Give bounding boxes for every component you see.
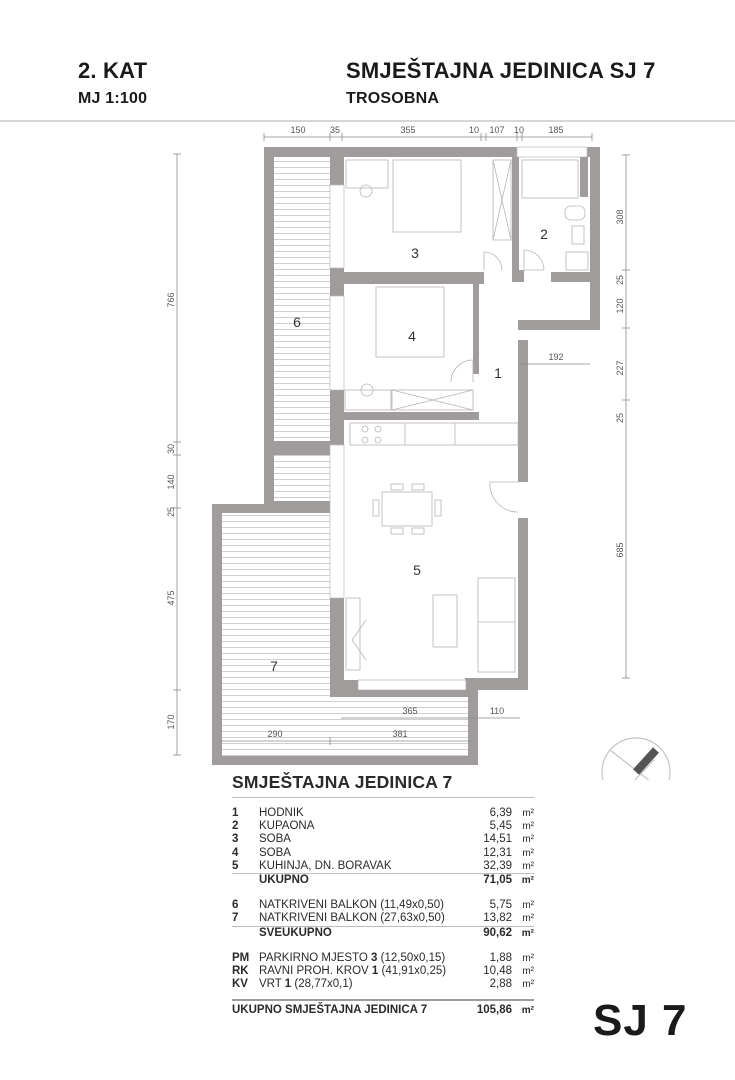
dim-left-4: 475 bbox=[166, 590, 176, 605]
room-label-2: 2 bbox=[540, 226, 548, 242]
dim-right-4: 25 bbox=[615, 413, 625, 423]
room-label-7: 7 bbox=[270, 658, 278, 674]
dim-right-0: 308 bbox=[615, 209, 625, 224]
unit-badge: SJ 7 bbox=[593, 996, 688, 1045]
dim-balcony-right: 110 bbox=[490, 706, 504, 716]
furniture bbox=[344, 159, 589, 673]
dim-hall: 192 bbox=[548, 352, 563, 362]
dimension-hall: 192 bbox=[520, 352, 590, 365]
dim-top-2: 355 bbox=[400, 125, 415, 135]
dimension-right bbox=[622, 154, 630, 679]
room-label-1: 1 bbox=[494, 365, 502, 381]
dimension-top bbox=[263, 133, 593, 141]
room-label-4: 4 bbox=[408, 328, 416, 344]
floor-label: 2. KAT bbox=[78, 58, 148, 83]
floor-plan: 150 35 355 10 107 10 185 766 30 140 25 4… bbox=[166, 125, 671, 780]
room-label-6: 6 bbox=[293, 314, 301, 330]
dim-top-3: 10 bbox=[469, 125, 479, 135]
dim-left-2: 140 bbox=[166, 474, 176, 489]
balcony-6 bbox=[264, 147, 336, 507]
unit-type: TROSOBNA bbox=[346, 90, 440, 107]
table-title: SMJEŠTAJNA JEDINICA 7 bbox=[232, 772, 534, 798]
dim-balcony-mid: 381 bbox=[392, 729, 407, 739]
dim-right-5: 685 bbox=[615, 542, 625, 557]
dim-top-6: 185 bbox=[548, 125, 563, 135]
balcony-7 bbox=[212, 504, 478, 765]
dim-top-0: 150 bbox=[290, 125, 305, 135]
dim-right-3: 227 bbox=[615, 360, 625, 375]
dim-balcony-left: 290 bbox=[267, 729, 282, 739]
unit-title: SMJEŠTAJNA JEDINICA SJ 7 bbox=[346, 58, 656, 83]
dimension-balcony bbox=[218, 717, 520, 745]
room-label-3: 3 bbox=[411, 245, 419, 261]
dim-left-0: 766 bbox=[166, 292, 176, 307]
apartment-walls bbox=[329, 146, 600, 691]
scale-label: MJ 1:100 bbox=[78, 90, 148, 107]
room-label-5: 5 bbox=[413, 562, 421, 578]
dim-balcony-top: 365 bbox=[402, 706, 417, 716]
dim-left-5: 170 bbox=[166, 714, 176, 729]
dim-top-5: 10 bbox=[514, 125, 524, 135]
dim-top-4: 107 bbox=[489, 125, 504, 135]
dimension-left bbox=[173, 153, 181, 756]
dim-left-1: 30 bbox=[166, 444, 176, 454]
dim-top-1: 35 bbox=[330, 125, 340, 135]
compass-icon bbox=[601, 737, 671, 780]
dim-right-1: 25 bbox=[615, 275, 625, 285]
dim-right-2: 120 bbox=[615, 298, 625, 313]
dim-left-3: 25 bbox=[166, 507, 176, 517]
header-divider bbox=[0, 120, 735, 122]
